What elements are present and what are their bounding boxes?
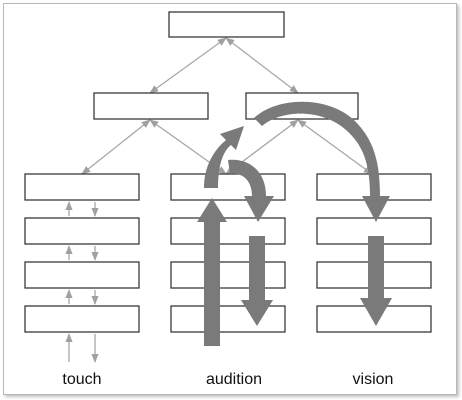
- audition-box-2: [170, 217, 286, 245]
- touch-arrows: [65, 201, 99, 363]
- touch-box-2: [24, 217, 140, 245]
- mid-left-box: [93, 92, 209, 120]
- audition-down-arrow: [241, 236, 273, 326]
- connector-top-left: [149, 37, 227, 94]
- connector-left-touch: [81, 119, 151, 175]
- audition-loop-arrow: [228, 159, 274, 222]
- vision-arc-arrow: [254, 101, 390, 222]
- touch-box-3: [24, 261, 140, 289]
- connector-lines: [81, 37, 373, 175]
- label-vision: vision: [353, 371, 394, 388]
- connector-top-right: [225, 37, 299, 94]
- vision-down-arrow: [360, 236, 392, 326]
- label-touch: touch: [62, 371, 101, 388]
- top-box: [168, 11, 285, 38]
- connector-right-vision: [297, 119, 373, 175]
- big-arrows: [197, 101, 392, 346]
- audition-box-1: [170, 173, 286, 201]
- audition-hook-arrow: [204, 126, 244, 188]
- audition-up-arrow: [197, 198, 227, 346]
- audition-box-3: [170, 261, 286, 289]
- label-audition: audition: [206, 371, 262, 388]
- touch-box-1: [24, 173, 140, 201]
- audition-box-4: [170, 305, 286, 333]
- touch-box-4: [24, 305, 140, 333]
